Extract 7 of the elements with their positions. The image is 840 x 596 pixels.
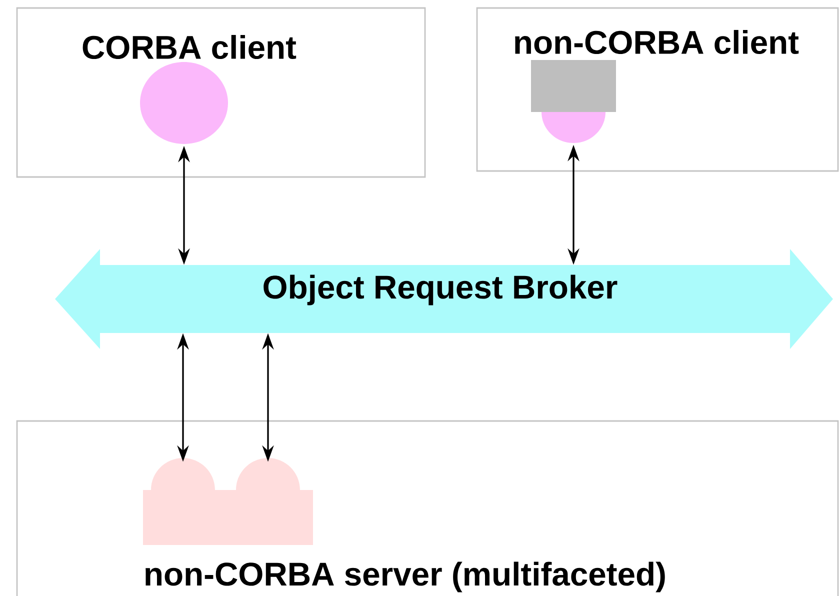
interface-circle [140, 62, 228, 144]
server-facet [143, 458, 223, 545]
adapter-block [531, 60, 616, 143]
client-box: CORBA client [16, 7, 426, 178]
server-box: non-CORBA server (multifaceted) [16, 420, 839, 596]
client-box: non-CORBA client [476, 7, 839, 172]
server-facet [223, 458, 313, 545]
